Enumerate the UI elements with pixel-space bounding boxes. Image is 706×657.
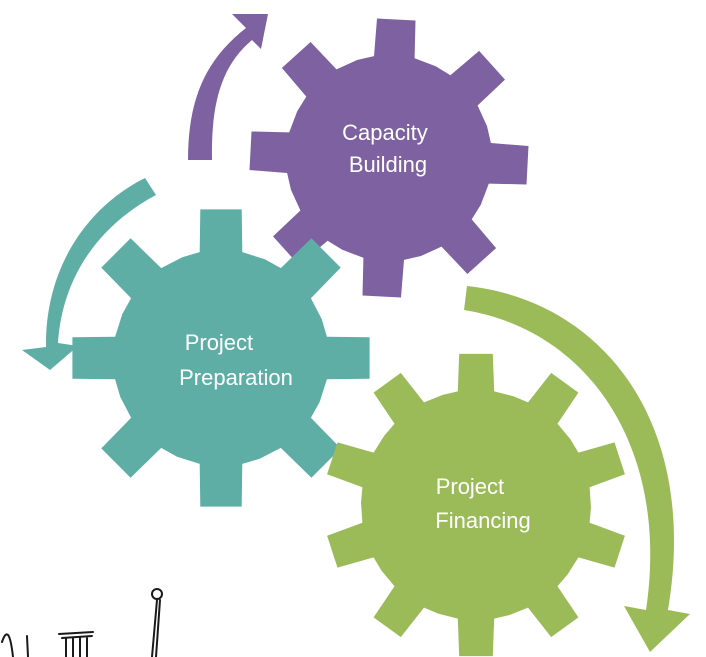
project-preparation-label: Project Preparation	[179, 330, 293, 390]
arrow-purple	[188, 14, 268, 160]
arrow-green	[464, 286, 690, 652]
project-financing-gear	[327, 353, 625, 657]
project-preparation-gear	[72, 209, 370, 507]
capacity-building-gear	[249, 18, 529, 298]
arrow-teal	[22, 178, 156, 370]
capacity-building-label: Capacity Building	[342, 120, 434, 177]
infrastructure-sketch	[1, 588, 163, 657]
project-financing-label: Project Financing	[435, 474, 530, 533]
